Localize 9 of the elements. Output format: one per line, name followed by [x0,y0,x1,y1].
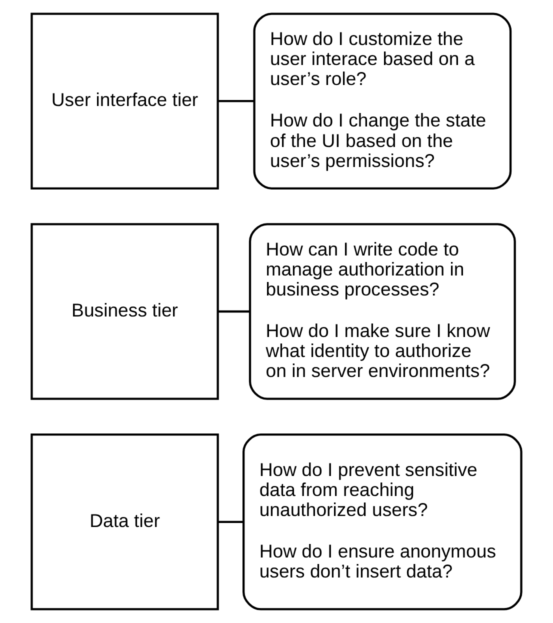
node-box: Business tier [30,223,219,400]
node-box: Data tier [30,434,219,610]
connector [218,100,254,102]
node-box: How can I write code to manage authorization in business processes? How do I make sure I know what identity to authorize on in server environments? [248,223,516,400]
connector [218,520,244,523]
node-box: How do I customize the user interace based on a user’s role? How do I change the state of the UI based on the user’s permissions? [253,12,512,190]
connector [218,310,250,313]
node-box: User interface tier [30,12,219,190]
node-box: How do I prevent sensitive data from reaching unauthorized users? How do I ensure anonymous users don’t insert data? [242,434,522,610]
